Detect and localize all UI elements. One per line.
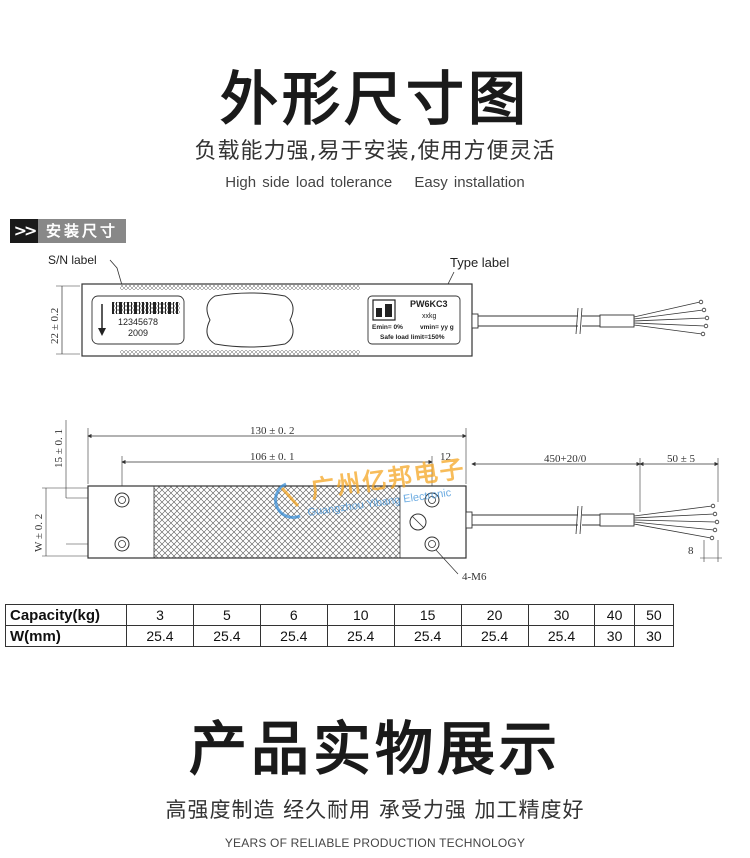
dim-8: 8 bbox=[688, 545, 694, 557]
row-label-width: W(mm) bbox=[5, 625, 127, 647]
dim-cable-length: 450+20/0 bbox=[544, 453, 587, 465]
sn-label-caption: S/N label bbox=[48, 253, 97, 267]
dim-strip-length: 50 ± 5 bbox=[667, 453, 696, 465]
plate-vmin: vmin= yy g bbox=[420, 324, 454, 331]
dim-12: 12 bbox=[440, 451, 451, 463]
section-tag-install-dimensions: >> 安装尺寸 bbox=[10, 219, 127, 243]
capacity-cell: 20 bbox=[460, 604, 529, 626]
barcode-serial: 12345678 bbox=[118, 317, 158, 327]
table-row: W(mm) 25.4 25.4 25.4 25.4 25.4 25.4 25.4… bbox=[5, 625, 675, 647]
capacity-spec-table: Capacity(kg) 3 5 6 10 15 20 30 40 50 W(m… bbox=[5, 604, 675, 647]
page-title: 外形尺寸图 bbox=[219, 65, 530, 133]
capacity-cell: 15 bbox=[393, 604, 462, 626]
center-window bbox=[206, 292, 294, 348]
barcode-icon bbox=[112, 302, 180, 314]
section-title-product-display: 产品实物展示 bbox=[188, 715, 561, 783]
width-cell: 30 bbox=[633, 625, 675, 647]
width-cell: 30 bbox=[594, 625, 635, 647]
width-cell: 25.4 bbox=[326, 625, 395, 647]
table-row: Capacity(kg) 3 5 6 10 15 20 30 40 50 bbox=[5, 604, 675, 626]
width-cell: 25.4 bbox=[192, 625, 261, 647]
dimension-drawing: S/N label Type label 22 ± 0.2 12345678 2… bbox=[33, 253, 722, 583]
product-subtitle: 高强度制造 经久耐用 承受力强 加工精度好 bbox=[165, 798, 585, 822]
plate-capacity: xxkg bbox=[422, 313, 437, 320]
capacity-cell: 6 bbox=[259, 604, 328, 626]
mounting-hole-icon bbox=[114, 492, 440, 552]
manufacturer-logo-icon bbox=[372, 299, 396, 321]
feature-english-2: Easy installation bbox=[414, 174, 525, 191]
feature-subtitle: 负载能力强,易于安装,使用方便灵活 bbox=[194, 139, 556, 164]
dim-hole-spacing: 106 ± 0. 1 bbox=[250, 451, 295, 463]
plate-safe-load: Safe load limit=150% bbox=[380, 334, 445, 341]
watermark-logo-icon bbox=[274, 482, 301, 519]
width-cell: 25.4 bbox=[460, 625, 529, 647]
double-chevron-icon: >> bbox=[10, 219, 38, 243]
wire-fan-icon bbox=[633, 299, 710, 337]
dim-side-15: 15 ± 0. 1 bbox=[53, 429, 65, 468]
plate-model: PW6KC3 bbox=[410, 299, 448, 309]
width-cell: 25.4 bbox=[527, 625, 596, 647]
width-cell: 25.4 bbox=[393, 625, 462, 647]
arrow-down-icon bbox=[98, 304, 106, 336]
dim-total-length: 130 ± 0. 2 bbox=[250, 425, 295, 437]
capacity-cell: 3 bbox=[126, 604, 194, 626]
width-cell: 25.4 bbox=[259, 625, 328, 647]
width-cell: 25.4 bbox=[126, 625, 194, 647]
capacity-cell: 50 bbox=[633, 604, 675, 626]
thread-spec: 4-M6 bbox=[462, 571, 487, 583]
plate-emin: Emin= 0% bbox=[372, 324, 403, 331]
capacity-cell: 30 bbox=[527, 604, 596, 626]
capacity-cell: 40 bbox=[594, 604, 635, 626]
height-dimension: 22 ± 0.2 bbox=[49, 308, 61, 344]
feature-english-1: High side load tolerance bbox=[225, 174, 393, 191]
type-label-caption: Type label bbox=[450, 255, 509, 270]
barcode-year: 2009 bbox=[128, 328, 148, 338]
row-label-capacity: Capacity(kg) bbox=[5, 604, 127, 626]
feature-english: High side load tolerance Easy installati… bbox=[0, 174, 750, 191]
capacity-cell: 5 bbox=[192, 604, 261, 626]
dim-width: W ± 0. 2 bbox=[33, 514, 45, 552]
section-label: 安装尺寸 bbox=[38, 219, 127, 243]
capacity-cell: 10 bbox=[326, 604, 395, 626]
product-english: YEARS OF RELIABLE PRODUCTION TECHNOLOGY bbox=[224, 836, 526, 850]
